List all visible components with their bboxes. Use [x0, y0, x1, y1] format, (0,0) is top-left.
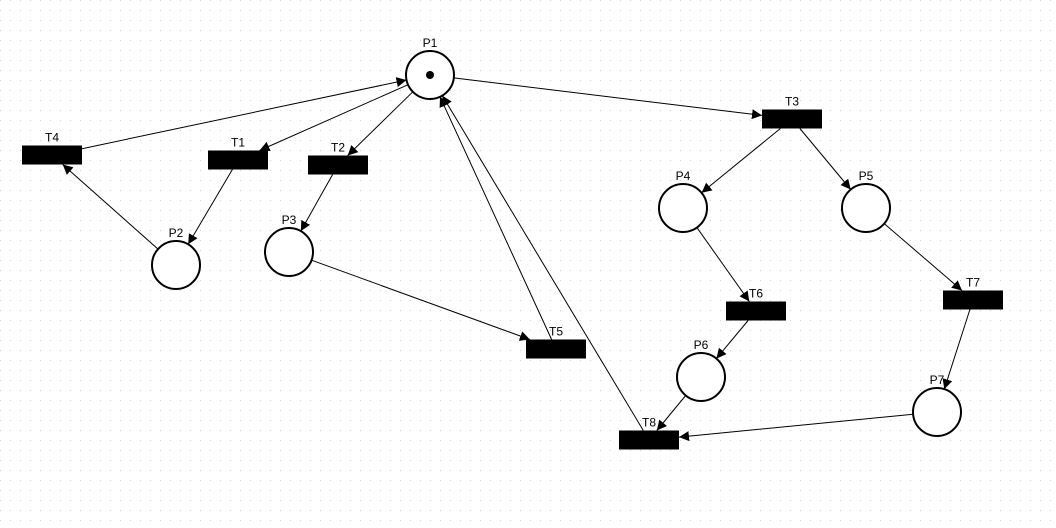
transition-label: T7	[966, 276, 980, 290]
arc-p3-to-t5[interactable]	[311, 259, 531, 341]
transition-label: T3	[785, 95, 799, 109]
arc-p1-to-t1[interactable]	[259, 84, 409, 152]
token	[426, 71, 434, 79]
transition-label: T5	[549, 325, 563, 339]
place-label: P3	[282, 213, 297, 227]
transition-bar[interactable]	[762, 109, 822, 129]
transition-bar[interactable]	[308, 155, 368, 175]
place-label: P5	[859, 169, 874, 183]
place-p3[interactable]: P3	[264, 213, 314, 277]
arc-t3-to-p5[interactable]	[799, 128, 852, 190]
transition-label: T1	[231, 136, 245, 150]
transition-label: T8	[642, 416, 656, 430]
transition-t2[interactable]: T2	[308, 141, 368, 175]
place-p1[interactable]: P1	[405, 36, 455, 100]
arc-p1-to-t2[interactable]	[347, 91, 414, 156]
transition-t6[interactable]: T6	[726, 287, 786, 321]
arc-t2-to-p3[interactable]	[300, 174, 334, 232]
place-p4[interactable]: P4	[658, 169, 708, 233]
transition-bar[interactable]	[943, 290, 1003, 310]
place-label: P4	[676, 169, 691, 183]
place-circle[interactable]	[264, 227, 314, 277]
arc-t5-to-p1[interactable]	[439, 96, 553, 340]
transition-bar[interactable]	[619, 430, 679, 450]
place-circle[interactable]	[658, 183, 708, 233]
place-circle[interactable]	[676, 352, 726, 402]
arc-t1-to-p2[interactable]	[187, 169, 233, 245]
arc-p4-to-t6[interactable]	[696, 227, 750, 302]
arc-p2-to-t4[interactable]	[62, 164, 159, 250]
arc-t6-to-p6[interactable]	[716, 320, 749, 359]
place-label: P6	[694, 338, 709, 352]
place-circle[interactable]	[912, 387, 962, 437]
transition-bar[interactable]	[726, 301, 786, 321]
place-label: P7	[930, 373, 945, 387]
place-label: P1	[423, 36, 438, 50]
arcs	[62, 77, 971, 442]
transition-t4[interactable]: T4	[22, 131, 82, 165]
place-p6[interactable]: P6	[676, 338, 726, 402]
arc-p6-to-t8[interactable]	[656, 395, 687, 431]
transition-bar[interactable]	[526, 339, 586, 359]
place-p5[interactable]: P5	[841, 169, 891, 233]
arc-t4-to-p1[interactable]	[81, 77, 407, 150]
arc-p1-to-t3[interactable]	[453, 77, 763, 120]
transition-t8[interactable]: T8	[619, 416, 679, 450]
arc-t3-to-p4[interactable]	[701, 128, 781, 194]
place-p2[interactable]: P2	[151, 226, 201, 290]
arc-p5-to-t7[interactable]	[883, 223, 963, 291]
place-circle[interactable]	[151, 240, 201, 290]
transition-bar[interactable]	[22, 145, 82, 165]
arc-p7-to-t8[interactable]	[678, 413, 914, 442]
place-label: P2	[169, 226, 184, 240]
place-p7[interactable]: P7	[912, 373, 962, 437]
transition-t3[interactable]: T3	[762, 95, 822, 129]
transition-t5[interactable]: T5	[526, 325, 586, 359]
place-circle[interactable]	[841, 183, 891, 233]
transition-t7[interactable]: T7	[943, 276, 1003, 310]
arc-t8-to-p1[interactable]	[441, 95, 644, 431]
transition-label: T4	[45, 131, 59, 145]
arc-t7-to-p7[interactable]	[942, 309, 971, 390]
transition-label: T2	[331, 141, 345, 155]
transition-label: T6	[749, 287, 763, 301]
transition-t1[interactable]: T1	[208, 136, 268, 170]
transition-bar[interactable]	[208, 150, 268, 170]
